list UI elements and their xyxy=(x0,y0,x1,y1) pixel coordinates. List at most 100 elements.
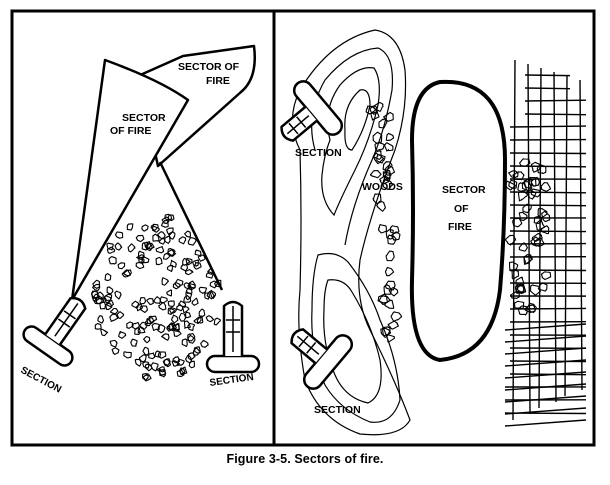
tree-clump xyxy=(163,253,170,259)
tree-clump xyxy=(143,347,149,355)
tree-clump xyxy=(179,313,186,321)
tree-clump xyxy=(147,298,154,304)
tree-clump xyxy=(115,232,122,238)
tree-clump xyxy=(541,272,550,280)
tree-clump xyxy=(541,183,550,192)
tree-clump xyxy=(214,318,220,325)
sector-right-label-line2: FIRE xyxy=(206,75,230,87)
tree-clump xyxy=(107,287,113,294)
tree-clump xyxy=(188,238,196,246)
tree-clump xyxy=(131,339,137,346)
tree-clump xyxy=(386,251,394,261)
tree-clump xyxy=(115,291,121,299)
section-bottom-symbol xyxy=(274,309,356,392)
tree-clump xyxy=(119,332,126,339)
left-woods-area xyxy=(92,214,221,380)
grid-line xyxy=(525,100,586,101)
tree-clump xyxy=(384,113,394,122)
grid-line xyxy=(525,75,570,76)
tree-clump xyxy=(127,224,133,230)
tree-clump xyxy=(95,324,101,330)
tree-clump xyxy=(109,257,116,264)
tree-clump xyxy=(111,308,118,313)
tree-clump xyxy=(391,312,402,321)
sector-left-label-line1: SECTOR xyxy=(122,112,166,124)
tree-clump xyxy=(542,211,550,221)
tree-clump xyxy=(385,143,393,151)
grid-line xyxy=(525,114,586,115)
tree-clump xyxy=(156,247,164,253)
section-left-label: SECTION xyxy=(19,365,63,396)
left-panel: SECTOR OF FIRE SECTOR OF FIRE SECTION SE… xyxy=(19,46,259,396)
tree-clump xyxy=(132,301,139,308)
tree-clump xyxy=(379,296,390,305)
tree-clump xyxy=(140,298,146,304)
tree-clump xyxy=(172,315,178,323)
section-bottom-label: SECTION xyxy=(314,404,361,416)
tree-clump xyxy=(182,339,187,346)
tree-clump xyxy=(110,340,117,347)
tree-clump xyxy=(144,336,150,342)
sector-right-label-line1: SECTOR OF xyxy=(178,61,240,73)
tree-clump xyxy=(124,352,132,358)
section-right-label: SECTION xyxy=(209,372,255,389)
section-left-symbol xyxy=(20,284,103,369)
tree-clump xyxy=(110,314,118,321)
section-right-symbol xyxy=(207,302,259,372)
section-top-label: SECTION xyxy=(295,147,342,159)
tree-clump xyxy=(519,212,527,220)
tree-clump xyxy=(194,347,200,354)
tree-clump xyxy=(168,301,174,307)
grid-line xyxy=(505,396,586,402)
tree-clump xyxy=(143,375,151,381)
tree-clump xyxy=(154,297,161,304)
tree-clump xyxy=(385,267,393,275)
tree-clump xyxy=(98,316,104,324)
grid-line xyxy=(510,192,586,193)
tree-clump xyxy=(385,281,395,290)
tree-clump xyxy=(378,225,386,233)
grid-line xyxy=(505,420,586,426)
right-panel: SECTION SECTION WOODS SECTOR OF FIRE xyxy=(264,30,586,435)
tree-clump xyxy=(167,290,172,296)
grid-line xyxy=(505,348,586,354)
grid-line xyxy=(510,231,586,232)
tree-clump xyxy=(189,361,194,367)
tree-clump xyxy=(541,226,549,234)
tree-clump xyxy=(162,278,168,286)
tree-clump xyxy=(188,335,195,343)
tree-clump xyxy=(185,231,191,237)
sector-left-label-line2: OF FIRE xyxy=(110,125,151,137)
tree-clump xyxy=(158,352,166,358)
tree-clump xyxy=(385,300,394,308)
tree-clump xyxy=(118,263,125,269)
grid-line xyxy=(554,72,556,402)
tree-clump xyxy=(156,257,162,264)
tree-clump xyxy=(140,355,147,362)
tree-clump xyxy=(117,312,123,319)
tree-clump xyxy=(192,298,198,305)
tree-clump xyxy=(370,171,380,178)
tree-clump xyxy=(142,225,148,231)
tree-clump xyxy=(386,133,393,140)
tree-clump xyxy=(199,287,206,293)
tree-clump xyxy=(162,334,170,341)
tree-clump xyxy=(112,348,119,354)
figure-caption: Figure 3-5. Sectors of fire. xyxy=(0,452,610,466)
tree-clump xyxy=(199,309,205,316)
tree-clump xyxy=(201,340,208,347)
tree-clump xyxy=(128,244,135,252)
grid-line xyxy=(510,205,586,206)
tree-clump xyxy=(105,274,111,281)
tree-clump xyxy=(160,297,167,303)
woods-label: WOODS xyxy=(362,181,403,193)
tree-clump xyxy=(101,329,108,335)
sector-label-line1: SECTOR xyxy=(442,184,486,196)
open-ground-grid xyxy=(505,60,586,426)
tree-clump xyxy=(532,162,541,172)
grid-line xyxy=(525,88,570,89)
grid-line xyxy=(510,126,586,127)
grid-line xyxy=(505,324,586,330)
